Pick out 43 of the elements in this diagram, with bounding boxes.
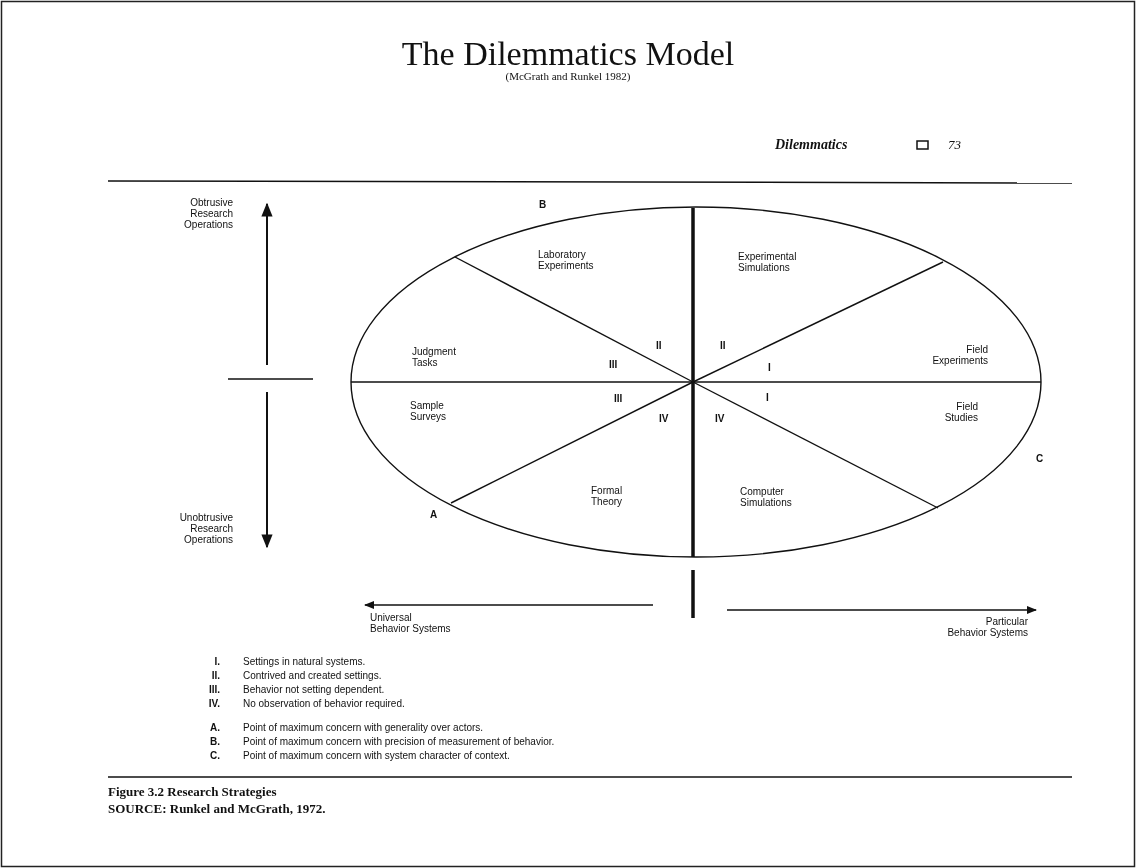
sector-label: Laboratory Experiments (538, 249, 595, 271)
legend-numeral: IV. (208, 698, 220, 709)
legend-text: Point of maximum concern with generality over actors. (243, 722, 484, 733)
sector-label: Judgment Tasks (412, 346, 457, 368)
sector-label: Formal Theory (591, 485, 624, 507)
legend-numeral: A. (210, 722, 220, 733)
title: The Dilemmatics Model (400, 36, 736, 72)
axis-label: Particular Behavior Systems (946, 616, 1028, 638)
quadrant-numeral: II (720, 340, 726, 351)
source-note: SOURCE: Runkel and McGrath, 1972. (108, 801, 326, 816)
running-header: Dilemmatics (775, 137, 848, 153)
legend-text: No observation of behavior required. (243, 698, 405, 709)
quadrant-numeral: IV (659, 413, 669, 424)
legend-numeral: III. (208, 684, 220, 695)
point-letter: B (539, 199, 547, 210)
axis-label: Unobtrusive Research Operations (178, 512, 233, 545)
page-number: 73 (948, 137, 961, 153)
quadrant-numeral: I (768, 362, 771, 373)
point-letter: A (430, 509, 438, 520)
sector-label: Computer Simulations (740, 486, 793, 508)
axis-label: Universal Behavior Systems (370, 612, 452, 634)
sector-label: Field Studies (943, 401, 978, 423)
quadrant-numeral: II (656, 340, 662, 351)
quadrant-numeral: I (766, 392, 769, 403)
sector-label: Field Experiments (931, 344, 988, 366)
sector-label: Experimental Simulations (738, 251, 798, 273)
legend-numeral: I. (214, 656, 220, 667)
legend-numeral: C. (210, 750, 220, 761)
sector-label: Sample Surveys (410, 400, 448, 422)
legend-text: Settings in natural systems. (243, 656, 366, 667)
legend-text: Behavior not setting dependent. (243, 684, 385, 695)
point-letter: C (1036, 453, 1044, 464)
legend-numeral: B. (210, 736, 220, 747)
subtitle: (McGrath and Runkel 1982) (504, 71, 632, 82)
legend-numeral: II. (211, 670, 220, 681)
legend-text: Point of maximum concern with precision of measurement of behavior. (243, 736, 555, 747)
quadrant-numeral: IV (715, 413, 725, 424)
quadrant-numeral: III (609, 359, 618, 370)
axis-label: Obtrusive Research Operations (183, 197, 233, 230)
legend-text: Point of maximum concern with system character of context. (243, 750, 510, 761)
quadrant-numeral: III (614, 393, 623, 404)
legend-text: Contrived and created settings. (243, 670, 382, 681)
caption: Figure 3.2 Research Strategies (108, 784, 277, 799)
